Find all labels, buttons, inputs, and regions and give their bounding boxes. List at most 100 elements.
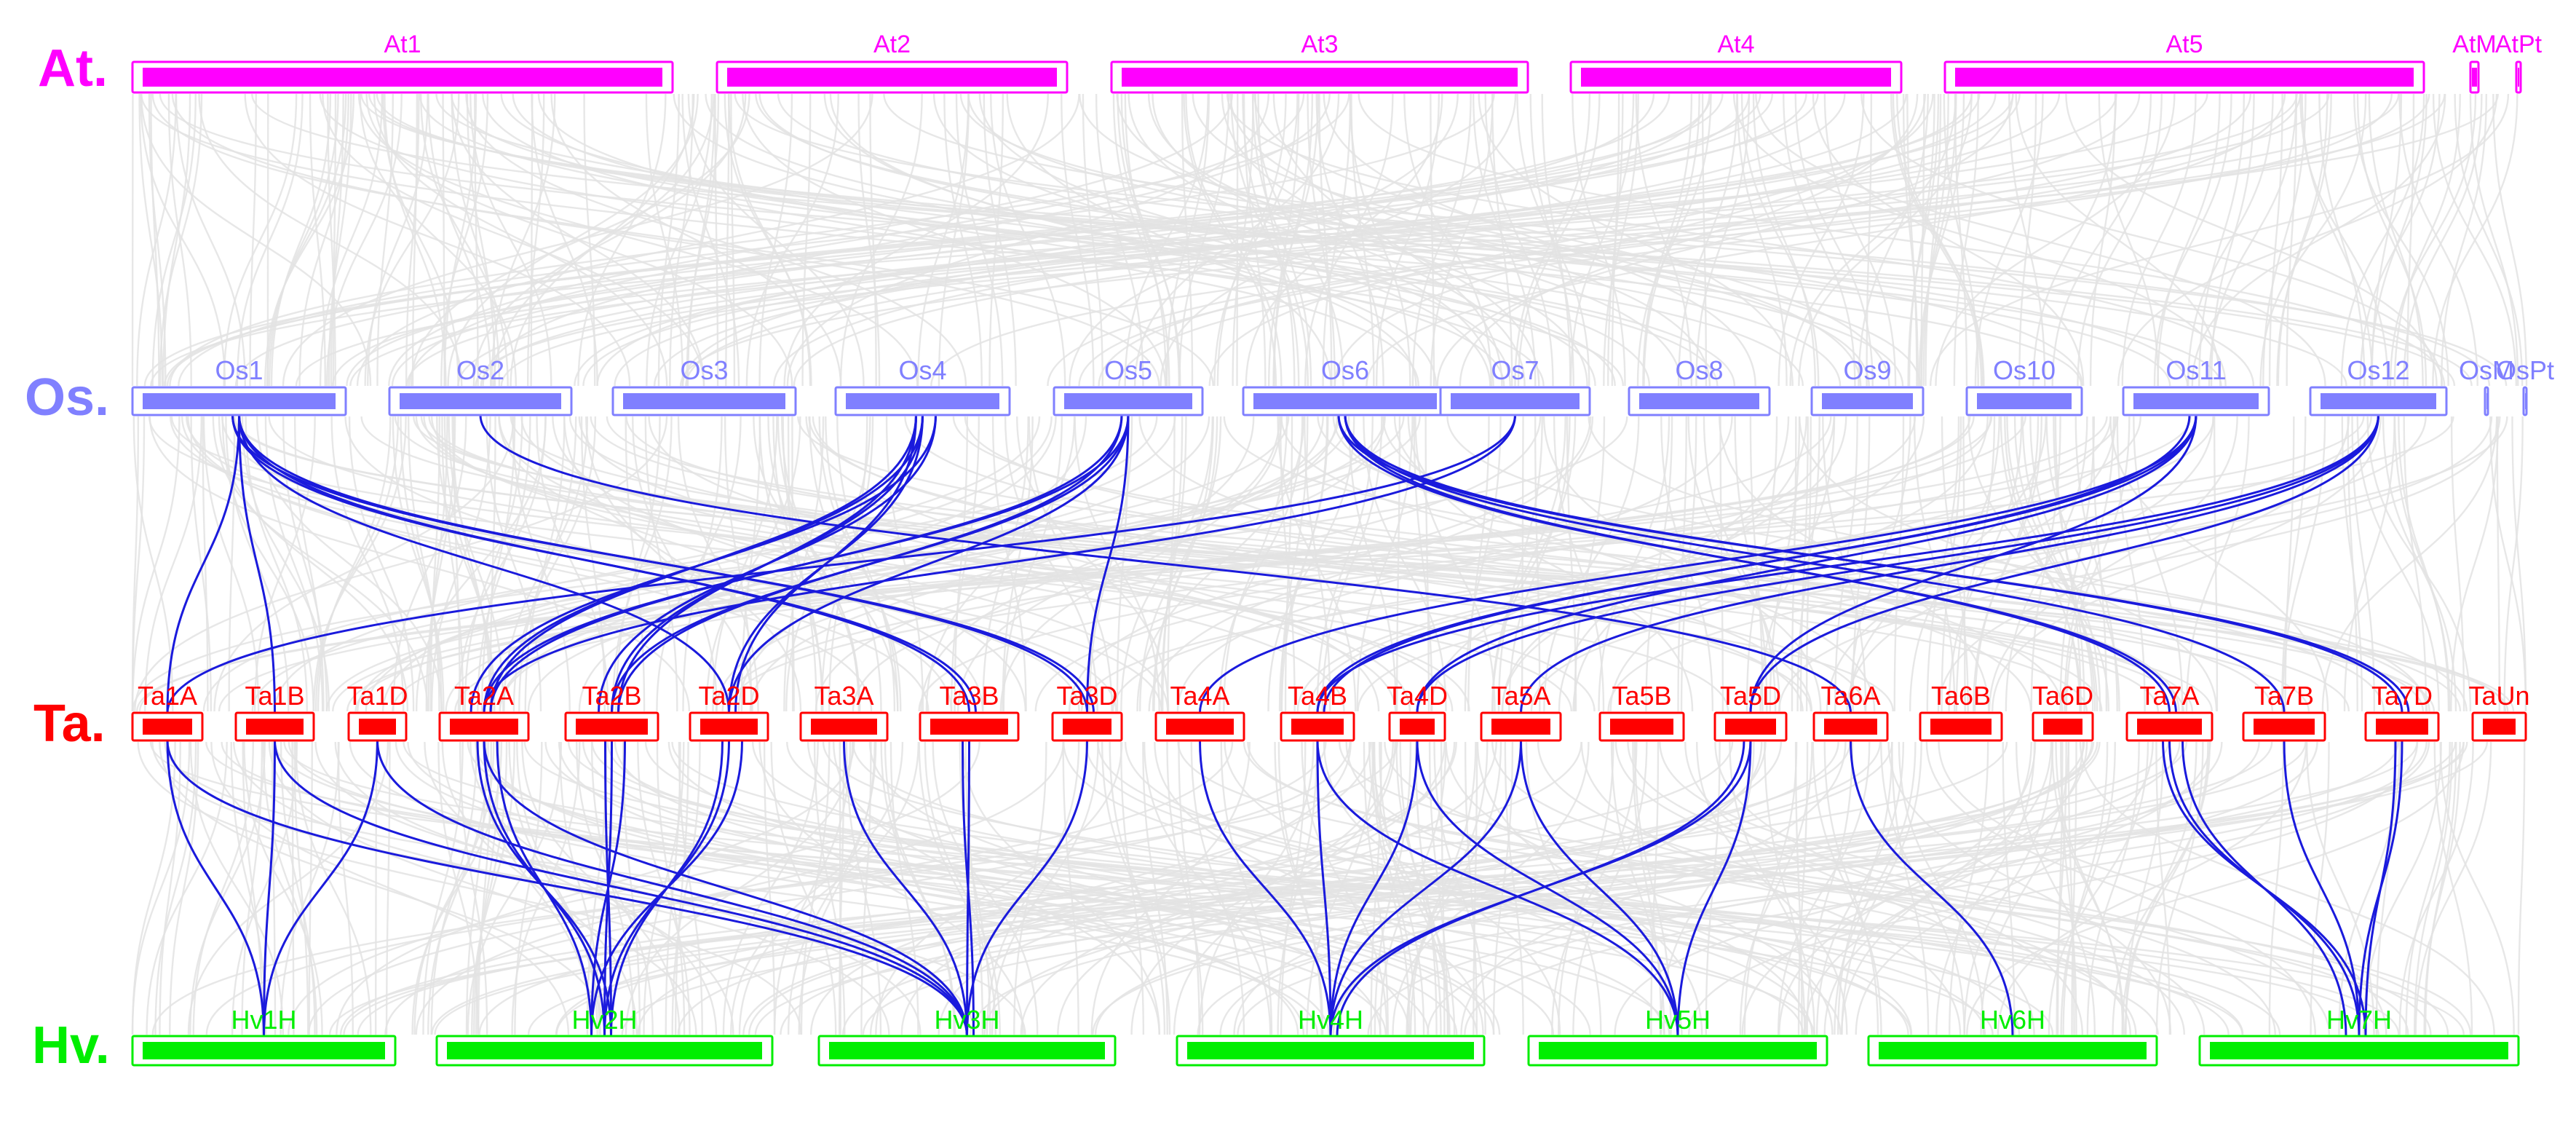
background-link	[159, 741, 181, 1035]
background-link	[917, 93, 970, 387]
background-link	[1090, 741, 1251, 1035]
background-link	[1424, 416, 1430, 712]
background-link	[427, 416, 448, 712]
background-link	[1953, 93, 1979, 387]
background-link	[1935, 93, 2176, 387]
background-link	[648, 416, 1411, 712]
background-link	[330, 416, 405, 712]
background-link	[758, 93, 793, 387]
highlight-link-os2-ta6a	[479, 414, 1852, 714]
background-link	[667, 741, 1501, 1035]
background-link	[2405, 741, 2451, 1035]
background-link	[1866, 93, 1873, 387]
background-link	[869, 741, 1457, 1035]
background-link	[1508, 416, 1571, 712]
background-link	[2030, 416, 2061, 712]
background-link	[457, 416, 547, 712]
background-link	[852, 741, 1986, 1035]
chromosome-bar	[1879, 1042, 2147, 1059]
background-link	[1446, 416, 2468, 712]
chromosome-label: Ta5A	[1491, 681, 1550, 711]
background-link	[1109, 741, 1166, 1035]
background-link	[1794, 741, 1803, 1035]
background-link	[202, 416, 209, 712]
background-link	[264, 416, 324, 712]
background-link	[1277, 741, 1323, 1035]
background-link	[298, 93, 349, 387]
background-link	[1569, 93, 1635, 387]
chromosome-bar	[2483, 719, 2516, 735]
highlight-link-os1-ta1a	[166, 414, 240, 714]
highlight-link-ta5a-hv5h	[1520, 740, 1679, 1037]
background-link	[373, 93, 668, 387]
background-link	[812, 416, 1804, 712]
background-link	[1925, 741, 2317, 1035]
chromosome-label: Ta6B	[1931, 681, 1991, 711]
highlight-link-ta1b-hv1h	[263, 740, 276, 1037]
highlight-link-os12-ta4b	[1316, 414, 2379, 714]
chromosome-bar	[1400, 719, 1435, 735]
background-link	[1308, 416, 2141, 712]
background-link	[520, 416, 1454, 712]
background-link	[491, 93, 556, 387]
highlight-link-os4-ta2d	[734, 414, 917, 714]
chromosome-label: At2	[873, 31, 911, 58]
background-link	[322, 93, 705, 387]
background-link	[140, 93, 226, 387]
chromosome-label: Ta7D	[2371, 681, 2433, 711]
chromosome-bar	[829, 1042, 1105, 1059]
background-link	[1101, 741, 1171, 1035]
background-link	[151, 741, 1398, 1035]
highlight-link-os12-ta5d	[1749, 414, 2379, 714]
chromosome-label: Hv7H	[2326, 1005, 2392, 1035]
background-link	[1229, 93, 1711, 387]
background-link	[2356, 93, 2428, 387]
background-link	[441, 741, 638, 1035]
background-link	[1112, 93, 1170, 387]
background-link	[678, 741, 703, 1035]
chromosome-ta5d: Ta5D	[1713, 681, 1788, 742]
species-label-at: At.	[38, 39, 108, 98]
chromosome-hv2h: Hv2H	[435, 1005, 774, 1067]
chromosome-bar	[700, 719, 758, 735]
background-link	[2015, 93, 2222, 387]
background-link	[1938, 741, 2387, 1035]
chromosome-label: Ta6D	[2032, 681, 2093, 711]
chromosome-bar	[143, 719, 192, 735]
background-link	[346, 93, 1671, 387]
chromosome-label: Ta2D	[698, 681, 759, 711]
background-link	[2503, 416, 2524, 712]
chromosome-bar	[1064, 393, 1192, 409]
chromosome-bar	[1166, 719, 1234, 735]
background-link	[231, 741, 298, 1035]
background-link	[151, 741, 1026, 1035]
background-link	[1659, 741, 1755, 1035]
background-link	[2065, 416, 2131, 712]
background-link	[144, 416, 203, 712]
background-link	[1926, 416, 1960, 712]
background-link	[2092, 416, 2108, 712]
background-link	[1118, 93, 2393, 387]
highlight-link-os1-ta3b	[231, 414, 977, 714]
background-link	[786, 93, 1269, 387]
chromosome-os9: Os9	[1810, 355, 1925, 416]
background-link	[1216, 93, 1287, 387]
background-link	[653, 93, 1907, 387]
chromosome-bar	[1491, 719, 1550, 735]
highlight-link-os11-ta4b	[1323, 414, 2191, 714]
chromosome-label: Hv5H	[1645, 1005, 1711, 1035]
background-link	[809, 741, 1372, 1035]
background-link	[272, 741, 277, 1035]
background-link	[221, 416, 1080, 712]
chromosome-label: TaUn	[2468, 681, 2529, 711]
highlight-link-ta6a-hv6h	[1850, 740, 2014, 1037]
background-link	[1379, 741, 1425, 1035]
highlight-link-ta2a-hv2h	[496, 740, 593, 1037]
highlight-link-ta5a-hv4h	[1329, 740, 1522, 1037]
chromosome-label: Ta4D	[1387, 681, 1448, 711]
background-link	[957, 416, 1281, 712]
background-link	[1752, 93, 1816, 387]
background-link	[673, 93, 1596, 387]
background-link	[2423, 741, 2461, 1035]
background-link	[381, 93, 459, 387]
